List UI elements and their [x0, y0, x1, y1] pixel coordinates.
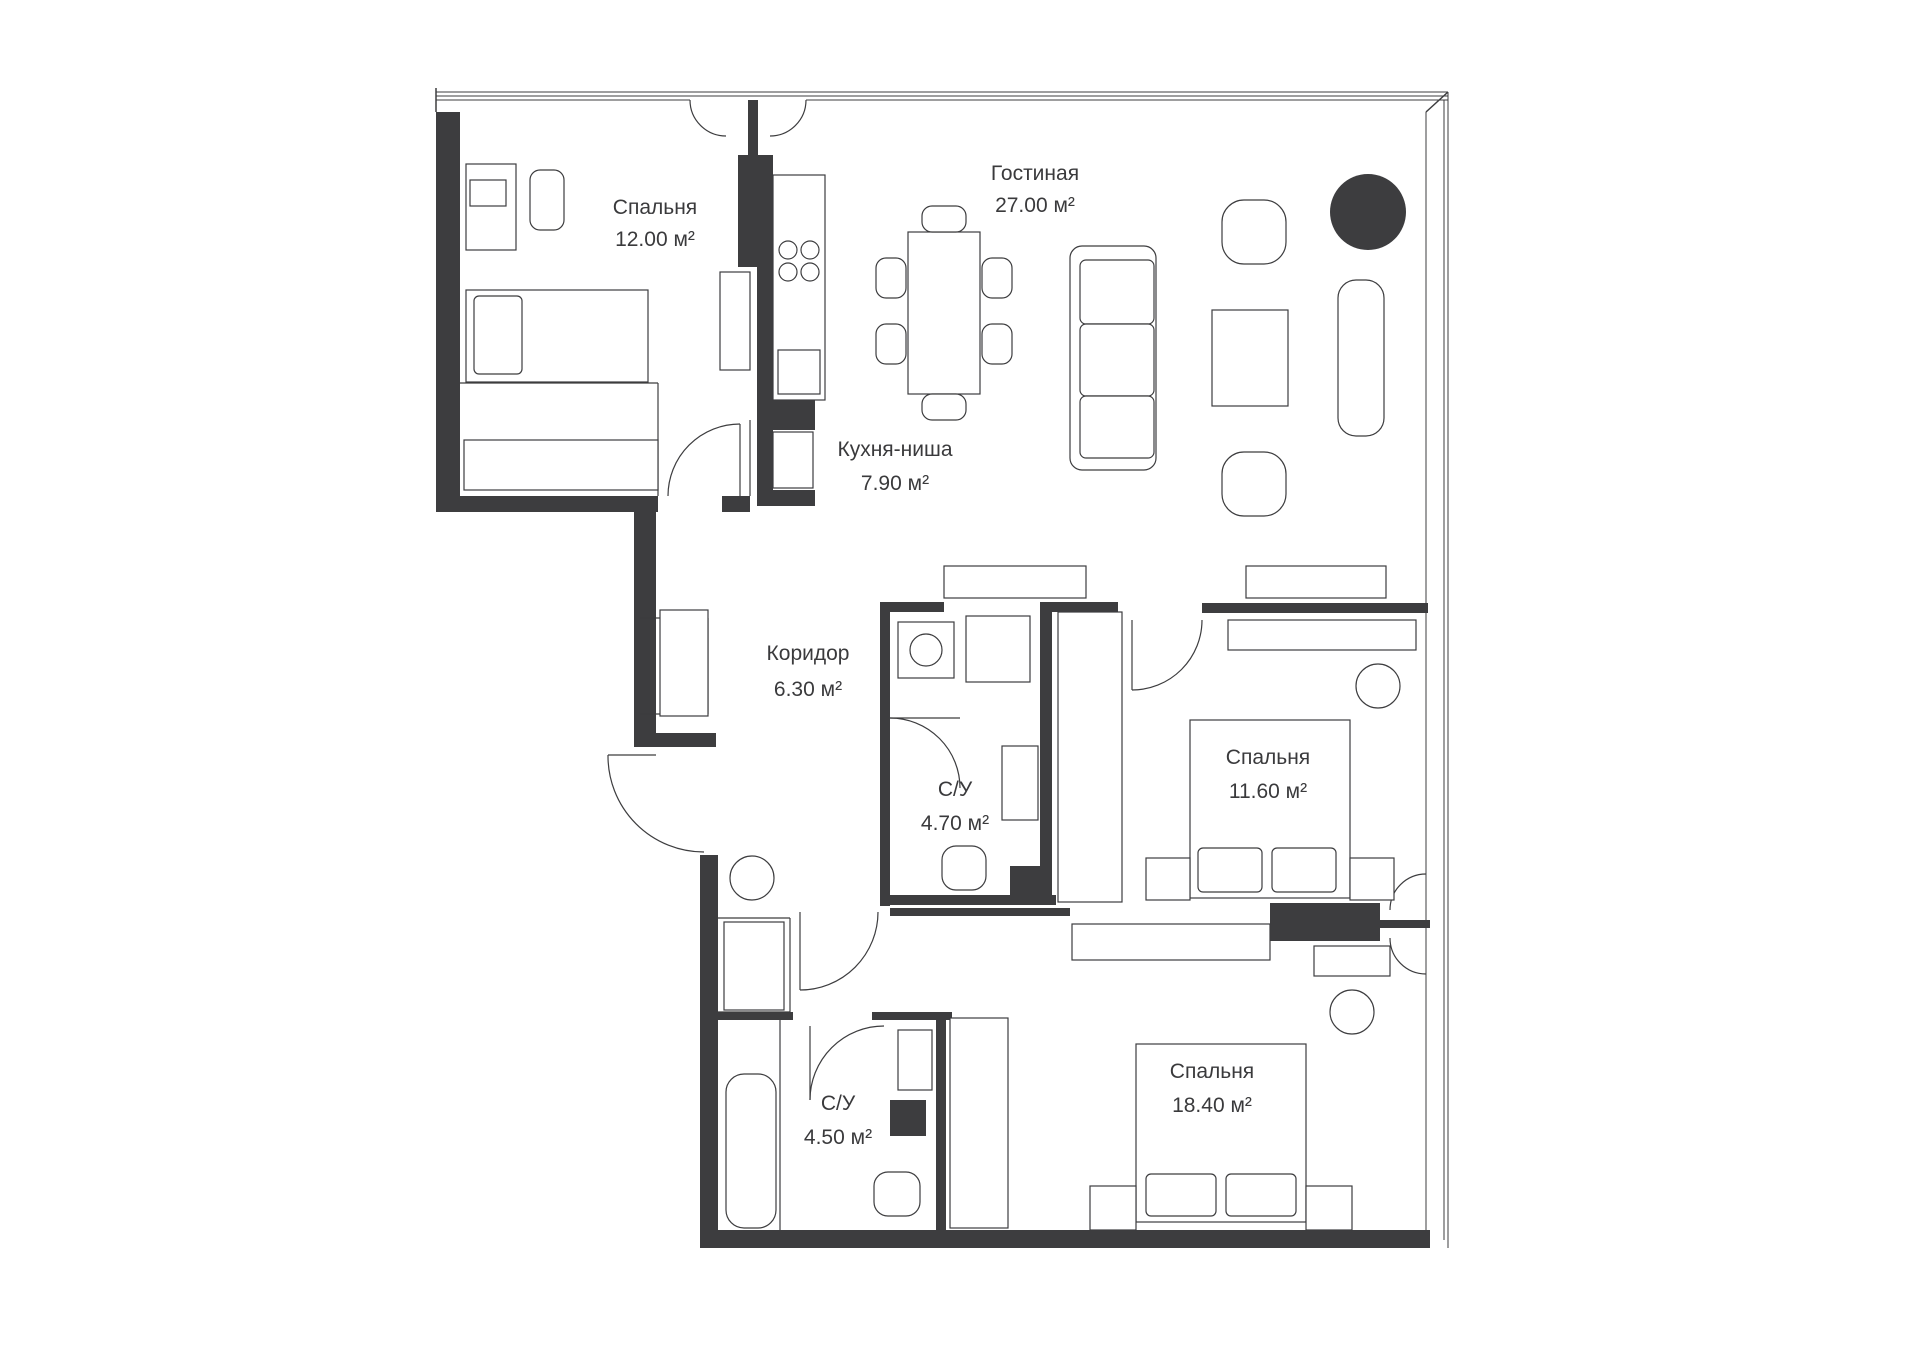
tv-unit	[1313, 945, 1391, 977]
room-area-bedroom-small: 12.00 м²	[615, 228, 695, 251]
room-area-bedroom-large: 18.40 м²	[1172, 1094, 1252, 1117]
walls	[436, 100, 1430, 1248]
desk	[465, 163, 517, 251]
wardrobe	[723, 921, 785, 1011]
chair	[921, 205, 967, 233]
room-name-bedroom-large: Спальня	[1170, 1060, 1254, 1083]
room-name-bedroom-middle: Спальня	[1226, 746, 1310, 769]
wardrobe	[463, 439, 659, 491]
room-area-kitchen: 7.90 м²	[861, 472, 929, 495]
dishwasher	[772, 431, 814, 489]
ottoman	[1329, 989, 1375, 1035]
chair	[875, 323, 907, 365]
radiator	[1245, 565, 1387, 599]
room-area-bedroom-middle: 11.60 м²	[1229, 780, 1307, 803]
room-labels: Спальня 12.00 м² Гостиная 27.00 м² Кухня…	[613, 162, 1310, 1149]
burner-icon	[778, 262, 798, 282]
room-name-bath-top: С/У	[938, 778, 973, 801]
furniture	[463, 163, 1417, 1231]
tv-unit	[1337, 279, 1385, 437]
burner-icon	[778, 240, 798, 260]
sink	[1001, 745, 1039, 821]
column	[1330, 174, 1406, 250]
bathtub	[725, 1073, 777, 1229]
burner-icon	[800, 240, 820, 260]
coffee-table	[1211, 309, 1289, 407]
desk	[1227, 619, 1417, 651]
armchair	[1221, 451, 1287, 517]
room-name-bedroom-small: Спальня	[613, 196, 697, 219]
room-name-corridor: Коридор	[767, 642, 850, 665]
toilet	[873, 1171, 921, 1217]
armchair	[1221, 199, 1287, 265]
ottoman	[1355, 663, 1401, 709]
room-area-corridor: 6.30 м²	[774, 678, 842, 701]
chair	[921, 393, 967, 421]
room-name-living: Гостиная	[991, 162, 1079, 185]
chair	[875, 257, 907, 299]
room-area-living: 27.00 м²	[995, 194, 1075, 217]
chair	[981, 257, 1013, 299]
radiator	[943, 565, 1087, 599]
nightstand	[1305, 1185, 1353, 1231]
wardrobe	[949, 1017, 1009, 1229]
sink	[777, 349, 821, 395]
dining-table	[907, 231, 981, 395]
chair	[981, 323, 1013, 365]
room-area-bath-bottom: 4.50 м²	[804, 1126, 872, 1149]
fridge	[719, 271, 751, 371]
dresser	[1071, 923, 1271, 961]
shower	[965, 615, 1031, 683]
wardrobe	[659, 609, 709, 717]
nightstand	[1145, 857, 1191, 901]
room-name-bath-bottom: С/У	[821, 1092, 856, 1115]
keyboard-icon	[469, 179, 507, 207]
burner-icon	[800, 262, 820, 282]
room-name-kitchen: Кухня-ниша	[837, 438, 952, 461]
room-area-bath-top: 4.70 м²	[921, 812, 989, 835]
doors	[607, 99, 1427, 1101]
nightstand	[1089, 1185, 1137, 1231]
toilet	[941, 845, 987, 891]
nightstand	[1349, 857, 1395, 901]
chair	[529, 169, 565, 231]
sink	[897, 1029, 933, 1091]
ottoman	[729, 855, 775, 901]
wardrobe	[1057, 611, 1123, 903]
